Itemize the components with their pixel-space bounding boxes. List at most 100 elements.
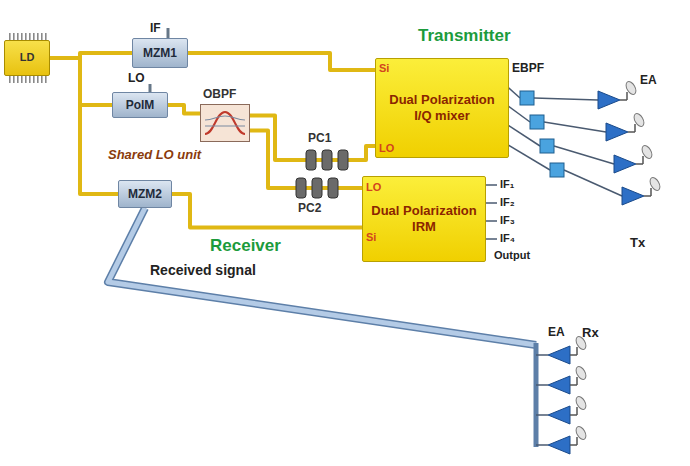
node-heading: PC1 — [308, 132, 331, 146]
antenna — [570, 365, 588, 385]
port-name: LO — [379, 142, 394, 155]
rx-chain — [548, 346, 570, 454]
lo-pin — [149, 84, 152, 92]
optical-fiber — [356, 146, 375, 160]
ebpf-box — [540, 139, 554, 153]
modulator-box: MZM2 — [118, 180, 172, 208]
optical-fiber — [250, 131, 290, 188]
filter-curve — [205, 116, 245, 120]
amplifier-triangle — [548, 346, 570, 364]
ld-pins-bottom — [7, 76, 47, 83]
paddle — [328, 178, 338, 198]
paddle — [306, 150, 316, 170]
wire — [564, 170, 622, 196]
wire — [536, 384, 548, 386]
amplifier-triangle — [548, 376, 570, 394]
rx-chain — [536, 355, 548, 445]
part-name: Rx — [582, 326, 599, 341]
part-name: EA — [640, 74, 657, 88]
rx-chain — [536, 335, 588, 454]
wire — [544, 122, 606, 132]
signal-name: Received signal — [150, 262, 256, 278]
modulator-box: PolM — [112, 92, 168, 118]
signal-name: IF — [150, 22, 161, 36]
filter-curve — [205, 125, 245, 126]
node-label: Dual Polarization I/Q mixer — [381, 92, 503, 123]
cable-bus — [534, 343, 539, 447]
ebpf-filters — [520, 91, 564, 177]
if-pin — [167, 28, 170, 38]
filter-box: OBPF — [200, 104, 250, 142]
optical-fiber — [188, 53, 375, 70]
ebpf-box — [530, 115, 544, 129]
amplifier-triangle — [622, 187, 644, 205]
node-label: PolM — [126, 98, 155, 112]
node-label: LD — [20, 51, 35, 64]
paddle — [296, 178, 306, 198]
signal-name: IF₂ — [500, 196, 515, 209]
node-heading: Shared LO unit — [108, 148, 201, 163]
laser-diode: LD — [4, 40, 50, 76]
filter-body — [200, 104, 250, 142]
port-name: LO — [366, 181, 381, 194]
antenna — [636, 144, 654, 164]
ebpf-box — [520, 91, 534, 105]
node-heading: PC2 — [298, 202, 321, 216]
amplifier-triangle — [598, 91, 620, 109]
part-name: EA — [548, 326, 565, 340]
optical-fiber — [168, 105, 200, 114]
port-name: Si — [379, 62, 389, 75]
antenna — [570, 425, 588, 445]
paddle — [338, 150, 348, 170]
paddle — [322, 150, 332, 170]
optical-fiber — [250, 115, 300, 160]
mixer-box: Dual Polarization I/Q mixer — [375, 58, 509, 158]
amplifier-triangle — [614, 155, 636, 173]
wire — [536, 414, 548, 416]
filter-curve — [205, 112, 245, 134]
optical-fiber — [50, 58, 118, 194]
amplifier-triangle — [548, 436, 570, 454]
polarization-controller — [290, 150, 356, 198]
signal-name: IF₄ — [500, 232, 515, 245]
wire — [536, 354, 548, 356]
optical-fiber — [172, 194, 362, 228]
node-heading: Receiver — [210, 236, 281, 256]
node-label: MZM1 — [143, 46, 177, 60]
signal-name: IF₁ — [500, 178, 514, 191]
tx-antennas — [620, 80, 662, 196]
polarization-controller: PC2 — [290, 178, 346, 198]
signal-name: Output — [494, 249, 530, 262]
wire — [554, 146, 614, 164]
signal-name: LO — [128, 72, 145, 86]
tx-amplifiers — [598, 91, 644, 205]
shared-lo-band-shape — [100, 86, 288, 170]
paddle — [312, 178, 322, 198]
antenna — [570, 395, 588, 415]
node-heading: Transmitter — [418, 26, 511, 46]
ebpf-box — [550, 163, 564, 177]
shared-lo-band: PolM OBPF Shared LO unit — [100, 86, 288, 170]
receiver-region-shape — [95, 172, 610, 300]
ld-pins-top — [7, 33, 47, 40]
port-name: Si — [366, 231, 376, 244]
node-label: MZM2 — [128, 187, 162, 201]
node-heading: OBPF — [203, 88, 236, 102]
modulator-box: MZM1 — [132, 38, 188, 68]
antenna — [620, 80, 638, 100]
wire — [534, 98, 598, 100]
receiver-region: MZM2Dual Polarization IRM Receiver — [94, 171, 612, 302]
amplifier-triangle — [548, 406, 570, 424]
wire — [536, 444, 548, 446]
amplifier-triangle — [606, 123, 628, 141]
polarization-controller: PC1 — [300, 150, 356, 170]
node-label: Dual Polarization IRM — [368, 203, 480, 234]
antenna — [644, 176, 662, 196]
signal-name: IF₃ — [500, 214, 515, 227]
optical-fiber — [346, 186, 362, 190]
antenna — [628, 112, 646, 132]
tx-chain — [500, 80, 622, 196]
